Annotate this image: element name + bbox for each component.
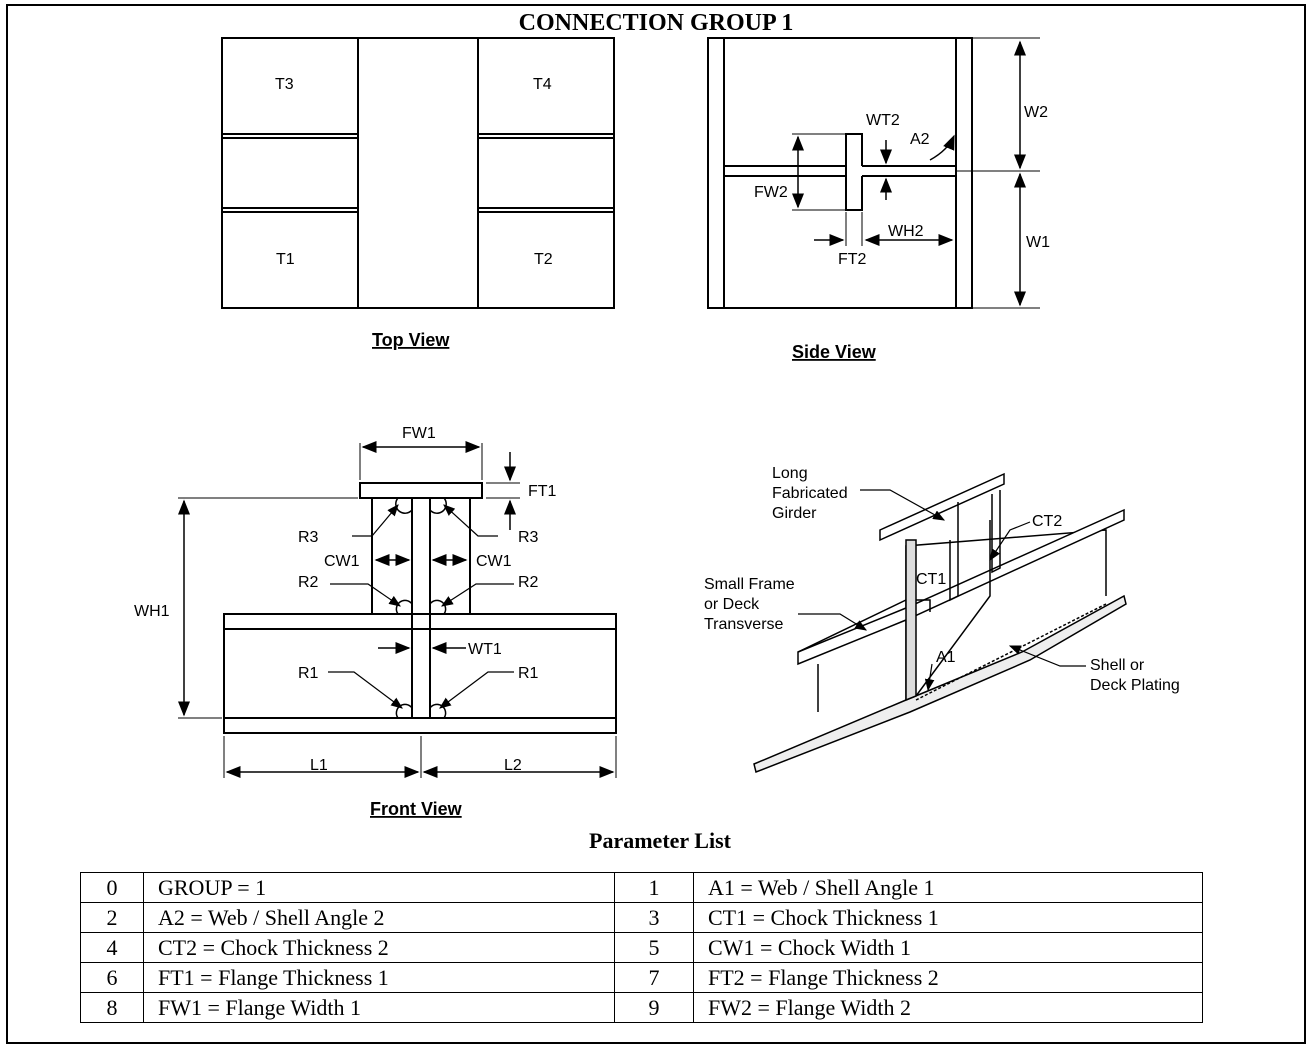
iso-label-shell-2: Deck Plating: [1090, 677, 1180, 694]
front-label-r1-left: R1: [298, 665, 319, 682]
table-cell-n1: 6: [80, 962, 144, 993]
top-label-t3: T3: [275, 76, 294, 93]
side-view-caption: Side View: [792, 342, 877, 362]
iso-shell-label: Shell or Deck Plating: [1090, 657, 1180, 694]
iso-label-girder-2: Fabricated: [772, 485, 848, 502]
side-label-wt2: WT2: [866, 112, 900, 129]
table-cell-n1: 2: [80, 902, 144, 933]
front-label-r2-left: R2: [298, 574, 319, 591]
front-label-l1: L1: [310, 757, 328, 774]
page-title: CONNECTION GROUP 1: [518, 10, 794, 36]
front-label-cw1-left: CW1: [324, 553, 360, 570]
front-label-fw1: FW1: [402, 425, 436, 442]
table-cell-n1: 8: [80, 992, 144, 1023]
front-label-cw1-right: CW1: [476, 553, 512, 570]
front-view-caption: Front View: [370, 799, 463, 819]
table-cell-d2: FW2 = Flange Width 2: [693, 992, 1203, 1023]
side-view: [707, 37, 1040, 309]
table-cell-d2: CT1 = Chock Thickness 1: [693, 902, 1203, 933]
iso-label-frame-1: Small Frame: [704, 576, 795, 593]
table-cell-n1: 0: [80, 872, 144, 903]
iso-frame-label: Small Frame or Deck Transverse: [704, 576, 795, 633]
front-label-r1-right: R1: [518, 665, 539, 682]
side-label-a2: A2: [910, 131, 930, 148]
iso-label-a1: A1: [936, 649, 956, 666]
side-label-wh2: WH2: [888, 223, 924, 240]
front-label-r3-left: R3: [298, 529, 319, 546]
front-label-r3-right: R3: [518, 529, 539, 546]
table-cell-d1: A2 = Web / Shell Angle 2: [143, 902, 615, 933]
table-cell-d1: FW1 = Flange Width 1: [143, 992, 615, 1023]
front-label-r2-right: R2: [518, 574, 539, 591]
table-cell-d2: A1 = Web / Shell Angle 1: [693, 872, 1203, 903]
iso-label-girder-3: Girder: [772, 505, 817, 522]
iso-label-girder-1: Long: [772, 465, 808, 482]
front-label-wt1: WT1: [468, 641, 502, 658]
isometric-view: [753, 472, 1127, 774]
front-label-ft1: FT1: [528, 483, 557, 500]
front-label-l2: L2: [504, 757, 522, 774]
table-cell-n2: 5: [614, 932, 694, 963]
top-view: [221, 37, 615, 309]
top-view-outline: [221, 37, 615, 309]
iso-label-ct2: CT2: [1032, 513, 1062, 530]
iso-label-shell-1: Shell or: [1090, 657, 1145, 674]
table-cell-d2: FT2 = Flange Thickness 2: [693, 962, 1203, 993]
side-label-ft2: FT2: [838, 251, 867, 268]
iso-girder-label: Long Fabricated Girder: [772, 465, 848, 522]
side-label-w2: W2: [1024, 104, 1048, 121]
iso-label-frame-2: or Deck: [704, 596, 760, 613]
table-cell-d1: GROUP = 1: [143, 872, 615, 903]
table-cell-n2: 1: [614, 872, 694, 903]
table-cell-d1: CT2 = Chock Thickness 2: [143, 932, 615, 963]
table-cell-d1: FT1 = Flange Thickness 1: [143, 962, 615, 993]
top-label-t4: T4: [533, 76, 552, 93]
table-cell-n1: 4: [80, 932, 144, 963]
table-cell-n2: 7: [614, 962, 694, 993]
table-cell-d2: CW1 = Chock Width 1: [693, 932, 1203, 963]
side-label-w1: W1: [1026, 234, 1050, 251]
top-label-t1: T1: [276, 251, 295, 268]
table-cell-n2: 3: [614, 902, 694, 933]
side-view-outline: [707, 37, 973, 309]
iso-label-frame-3: Transverse: [704, 616, 784, 633]
front-view: [178, 441, 617, 778]
parameter-list-title: Parameter List: [589, 828, 731, 853]
top-label-t2: T2: [534, 251, 553, 268]
front-label-wh1: WH1: [134, 603, 170, 620]
table-cell-n2: 9: [614, 992, 694, 1023]
iso-label-ct1: CT1: [916, 571, 946, 588]
side-label-fw2: FW2: [754, 184, 788, 201]
top-view-caption: Top View: [372, 330, 450, 350]
